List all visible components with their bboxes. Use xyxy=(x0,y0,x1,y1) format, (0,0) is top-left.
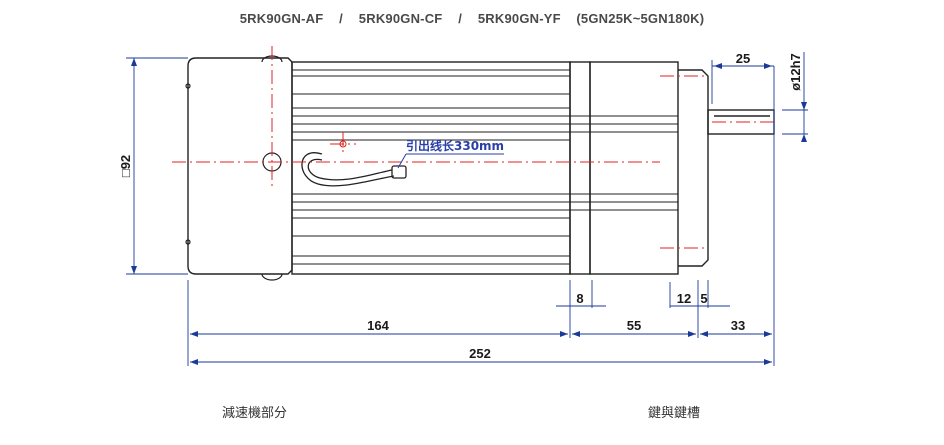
drawing-title: 5RK90GN-AF / 5RK90GN-CF / 5RK90GN-YF (5G… xyxy=(0,11,944,26)
title-separator-2: / xyxy=(458,11,463,26)
dim-5: 5 xyxy=(700,291,707,306)
dim-shaft-length: 33 xyxy=(731,318,745,333)
model-cf: 5RK90GN-CF xyxy=(358,11,443,26)
dim-total-length: 252 xyxy=(469,346,491,361)
dim-motor-length: 164 xyxy=(367,318,389,333)
lead-wire xyxy=(301,152,407,187)
side-hole-top xyxy=(185,83,191,89)
dim-key-length: 25 xyxy=(736,51,750,66)
caption-gearhead: 減速機部分 xyxy=(222,406,288,421)
title-separator-1: / xyxy=(339,11,343,26)
caption-key: 鍵與鍵槽 xyxy=(648,406,701,421)
model-af: 5RK90GN-AF xyxy=(239,11,324,26)
center-lines xyxy=(172,46,778,249)
cooling-fins xyxy=(292,69,678,265)
gear-neck-bottom xyxy=(678,162,709,267)
gear-flange xyxy=(569,61,591,275)
gearhead-body xyxy=(589,61,679,275)
dim-square: □92 xyxy=(118,155,133,177)
lead-wire-note: 引出线长330mm xyxy=(406,138,504,153)
rear-end-cap xyxy=(187,57,293,275)
gear-range: (5GN25K~5GN180K) xyxy=(576,11,705,26)
dimension-lines xyxy=(126,52,808,366)
dimension-arrows xyxy=(131,58,807,365)
dim-shaft-dia: ø12h7 xyxy=(788,53,803,91)
bottom-screw xyxy=(261,273,283,281)
gear-neck-top xyxy=(678,69,709,162)
dim-12: 12 xyxy=(677,291,691,306)
model-yf: 5RK90GN-YF xyxy=(477,11,561,26)
side-hole-bottom xyxy=(185,239,191,245)
dim-gear-length: 55 xyxy=(627,318,641,333)
dim-flange: 8 xyxy=(576,291,583,306)
